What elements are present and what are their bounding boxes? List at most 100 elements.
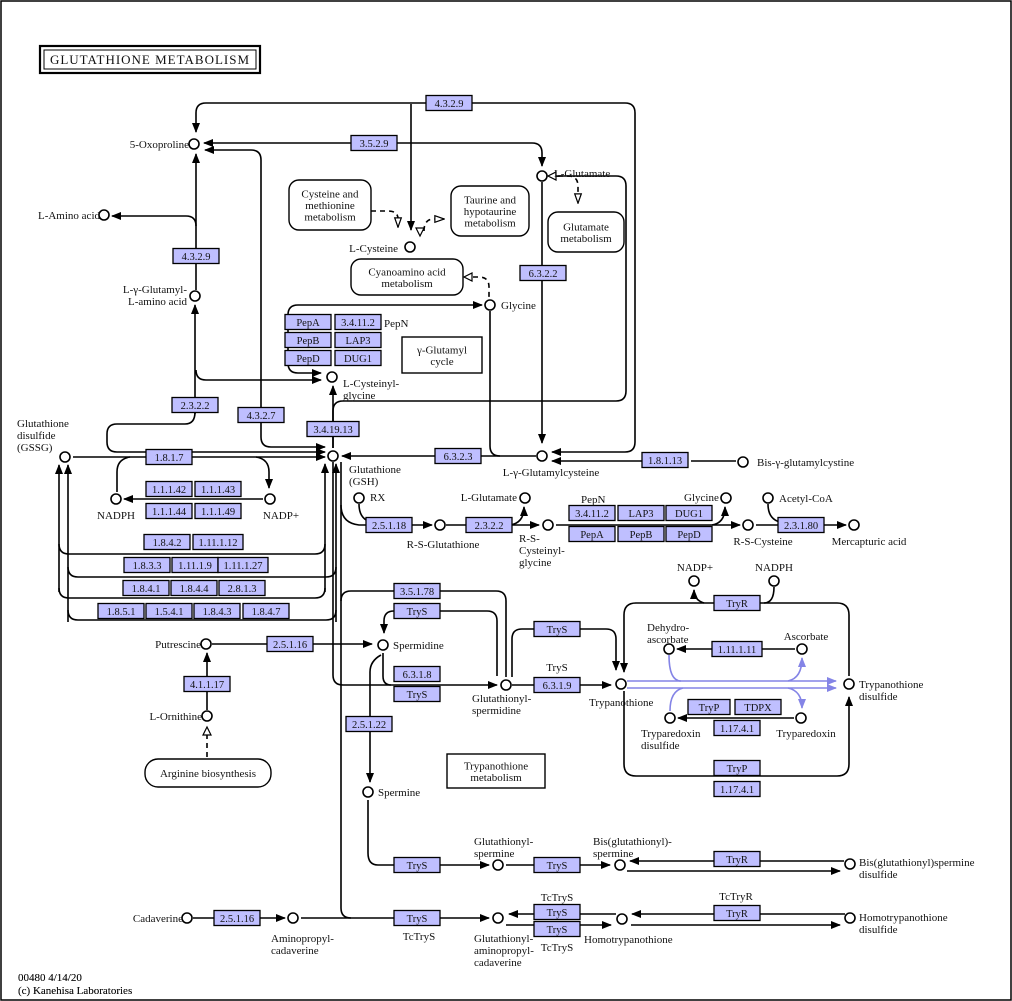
compound-glutathionyl-spermine[interactable] [492,859,504,871]
enzyme-box-2.5.1.22[interactable]: 2.5.1.22 [345,715,393,733]
compound-nadp-plus-tryr[interactable] [688,575,700,587]
enzyme-box-1.1.1.43[interactable]: 1.1.1.43 [194,480,242,498]
enzyme-box-4.3.2.9[interactable]: 4.3.2.9 [172,247,220,265]
compound-l-glutamate-mid[interactable] [519,492,531,504]
compound-glutathionyl-spermidine[interactable] [500,679,512,691]
compound-glutathione-disulfide-gssg[interactable] [59,451,71,463]
compound-nadp-plus[interactable] [264,493,276,505]
enzyme-box-TDPX[interactable]: TDPX [734,698,782,716]
enzyme-box-2.8.1.3[interactable]: 2.8.1.3 [218,579,266,597]
enzyme-box-TryS[interactable]: TryS [393,602,441,620]
compound-bis-glutathionyl-spermine[interactable] [614,859,626,871]
compound-bis-glutathionyl-spermine-disulfide[interactable] [844,858,856,870]
enzyme-box-1.8.1.7[interactable]: 1.8.1.7 [145,448,193,466]
enzyme-box-PepB[interactable]: PepB [617,525,665,543]
enzyme-box-3.4.11.2[interactable]: 3.4.11.2 [334,313,382,331]
enzyme-box-2.3.1.80[interactable]: 2.3.1.80 [777,516,825,534]
enzyme-box-PepB[interactable]: PepB [284,331,332,349]
compound-dehydroascorbate[interactable] [663,643,675,655]
enzyme-box-3.5.2.9[interactable]: 3.5.2.9 [350,134,398,152]
compound-cadaverine[interactable] [181,912,193,924]
compound-acetyl-coa[interactable] [762,492,774,504]
compound-nadph-tryr[interactable] [768,575,780,587]
pathway-box-arginine-biosynthesis[interactable]: Arginine biosynthesis [144,758,272,788]
compound-ascorbate[interactable] [796,643,808,655]
compound-spermidine[interactable] [377,639,389,651]
compound-tryparedoxin[interactable] [795,712,807,724]
enzyme-box-2.5.1.16[interactable]: 2.5.1.16 [213,909,261,927]
enzyme-box-1.11.1.9[interactable]: 1.11.1.9 [171,556,219,574]
enzyme-box-6.3.2.2[interactable]: 6.3.2.2 [519,264,567,282]
enzyme-box-1.1.1.42[interactable]: 1.1.1.42 [145,480,193,498]
compound-r-s-glutathione[interactable] [434,519,446,531]
compound-mercapturic-acid[interactable] [848,519,860,531]
enzyme-box-1.11.1.27[interactable]: 1.11.1.27 [217,556,269,574]
enzyme-box-TryS[interactable]: TryS [393,685,441,703]
compound-trypanothione[interactable] [615,678,627,690]
enzyme-box-4.1.1.17[interactable]: 4.1.1.17 [183,675,231,693]
enzyme-box-1.8.4.3[interactable]: 1.8.4.3 [193,602,241,620]
enzyme-box-TryS[interactable]: TryS [533,920,581,938]
compound-aminopropyl-cadaverine[interactable] [287,912,299,924]
compound-nadph[interactable] [110,493,122,505]
enzyme-box-6.3.2.3[interactable]: 6.3.2.3 [434,447,482,465]
enzyme-box-PepA[interactable]: PepA [284,313,332,331]
compound-l-ornithine[interactable] [201,710,213,722]
enzyme-box-3.4.19.13[interactable]: 3.4.19.13 [306,420,360,438]
enzyme-box-3.4.11.2[interactable]: 3.4.11.2 [568,504,616,522]
enzyme-box-2.3.2.2[interactable]: 2.3.2.2 [465,516,513,534]
compound-bis-gamma-glutamylcystine[interactable] [737,456,749,468]
compound-glycine-right[interactable] [720,492,732,504]
compound-homotrypanothione-disulfide[interactable] [844,912,856,924]
enzyme-box-1.5.4.1[interactable]: 1.5.4.1 [145,602,193,620]
compound-5-oxoproline[interactable] [188,138,200,150]
enzyme-box-1.8.1.13[interactable]: 1.8.1.13 [641,451,689,469]
compound-l-cysteinyl-glycine[interactable] [326,371,338,383]
enzyme-box-TryP[interactable]: TryP [687,698,731,716]
enzyme-box-TryS[interactable]: TryS [533,856,581,874]
compound-glutathione-gsh[interactable] [327,450,339,462]
enzyme-box-1.8.3.3[interactable]: 1.8.3.3 [123,556,171,574]
enzyme-box-PepA[interactable]: PepA [568,525,616,543]
enzyme-box-1.8.4.4[interactable]: 1.8.4.4 [170,579,218,597]
compound-putrescine[interactable] [200,638,212,650]
compound-homotrypanothione[interactable] [616,913,628,925]
enzyme-box-PepD[interactable]: PepD [665,525,713,543]
enzyme-box-TryP[interactable]: TryP [713,759,761,777]
enzyme-box-6.3.1.8[interactable]: 6.3.1.8 [393,665,441,683]
compound-trypanothione-disulfide[interactable] [843,678,855,690]
enzyme-box-1.11.1.11[interactable]: 1.11.1.11 [711,640,763,658]
compound-glycine-top[interactable] [484,299,496,311]
compound-tryparedoxin-disulfide[interactable] [664,712,676,724]
enzyme-box-4.3.2.9[interactable]: 4.3.2.9 [425,94,473,112]
enzyme-box-LAP3[interactable]: LAP3 [334,331,382,349]
enzyme-box-LAP3[interactable]: LAP3 [617,504,665,522]
enzyme-box-1.8.4.1[interactable]: 1.8.4.1 [122,579,170,597]
enzyme-box-TryR[interactable]: TryR [713,850,761,868]
compound-r-s-cysteinyl-glycine[interactable] [542,519,554,531]
enzyme-box-1.17.4.1[interactable]: 1.17.4.1 [713,780,761,798]
compound-r-s-cysteine[interactable] [742,519,754,531]
enzyme-box-PepD[interactable]: PepD [284,349,332,367]
enzyme-box-DUG1[interactable]: DUG1 [665,504,713,522]
enzyme-box-TryS[interactable]: TryS [533,620,581,638]
enzyme-box-TryS[interactable]: TryS [533,903,581,921]
compound-l-glutamate-top[interactable] [536,170,548,182]
enzyme-box-1.8.5.1[interactable]: 1.8.5.1 [97,602,145,620]
compound-l-cysteine[interactable] [404,241,416,253]
enzyme-box-2.5.1.16[interactable]: 2.5.1.16 [266,635,314,653]
enzyme-box-TryS[interactable]: TryS [393,909,441,927]
enzyme-box-3.5.1.78[interactable]: 3.5.1.78 [393,582,441,600]
enzyme-box-1.1.1.49[interactable]: 1.1.1.49 [194,502,242,520]
enzyme-box-6.3.1.9[interactable]: 6.3.1.9 [533,676,581,694]
enzyme-box-2.3.2.2[interactable]: 2.3.2.2 [171,396,219,414]
compound-l-gamma-glutamyl-l-amino-acid[interactable] [189,290,201,302]
compound-glutathionyl-aminopropyl-cadaverine[interactable] [492,912,504,924]
enzyme-box-TryR[interactable]: TryR [713,904,761,922]
compound-l-amino-acid[interactable] [98,209,110,221]
